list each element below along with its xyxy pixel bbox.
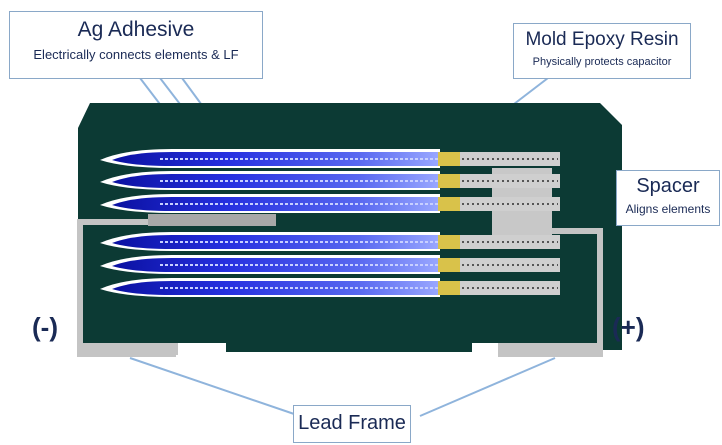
ag-adhesive-callout: Ag Adhesive Electrically connects elemen… [9, 11, 263, 79]
element-6 [100, 278, 560, 297]
ag-adhesive-pad [148, 214, 276, 226]
spacer-subtitle: Aligns elements [625, 202, 711, 216]
mold-epoxy-callout: Mold Epoxy Resin Physically protects cap… [513, 23, 691, 79]
lead-frame-title: Lead Frame [298, 412, 406, 434]
lf-leader-left [129, 357, 301, 417]
element-1 [100, 149, 560, 168]
lead-frame-callout: Lead Frame [293, 405, 411, 443]
ag-adhesive-title: Ag Adhesive [77, 18, 195, 41]
lead-frame-left-foot [78, 343, 178, 355]
ag-adhesive-subtitle: Electrically connects elements & LF [33, 47, 239, 62]
negative-terminal-label: (-) [32, 312, 58, 342]
element-4 [100, 232, 560, 251]
spacer-title: Spacer [636, 175, 700, 197]
lf-leader-right [419, 357, 556, 417]
element-3 [100, 194, 560, 213]
lead-frame-right-foot [498, 343, 602, 355]
element-2 [100, 171, 560, 190]
mold-epoxy-subtitle: Physically protects capacitor [532, 56, 672, 68]
element-5 [100, 255, 560, 274]
positive-terminal-label: (+) [612, 312, 645, 342]
mold-epoxy-title: Mold Epoxy Resin [525, 29, 679, 50]
capacitor-elements [100, 149, 560, 297]
spacer-callout: Spacer Aligns elements [616, 170, 720, 226]
